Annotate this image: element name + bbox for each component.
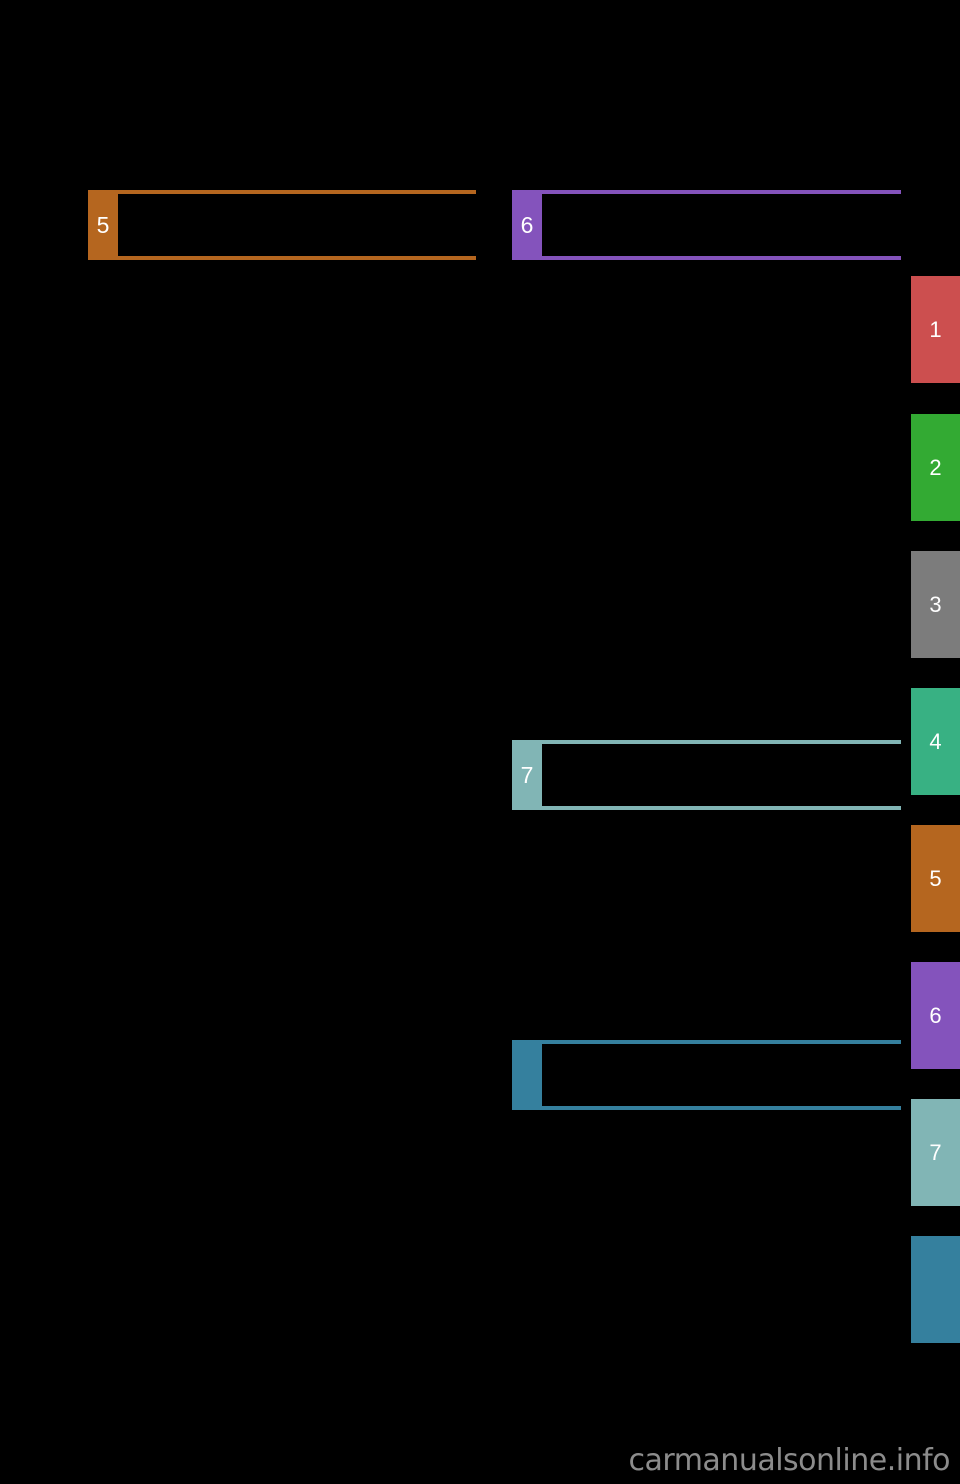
section-header-block[interactable] [512,1040,901,1110]
section-rule-top [542,1040,901,1044]
section-rule-bottom [118,256,476,260]
site-watermark: carmanualsonline.info [628,1443,951,1478]
chapter-index-tab[interactable]: 1 [911,276,960,383]
chapter-index-tab[interactable] [911,1236,960,1343]
section-header-block[interactable]: 7 [512,740,901,810]
section-rule-bottom [542,806,901,810]
chapter-index-tab[interactable]: 7 [911,1099,960,1206]
section-rule-top [542,190,901,194]
section-number-badge: 5 [88,190,118,260]
chapter-index-tab[interactable]: 3 [911,551,960,658]
chapter-index-tab[interactable]: 4 [911,688,960,795]
section-header-block[interactable]: 6 [512,190,901,260]
chapter-index-tab[interactable]: 2 [911,414,960,521]
section-number-badge: 6 [512,190,542,260]
chapter-index-tab[interactable]: 5 [911,825,960,932]
section-rule-bottom [542,1106,901,1110]
section-number-badge: 7 [512,740,542,810]
section-rule-top [542,740,901,744]
chapter-index-tab-strip: 1 2 3 4 5 6 7 [911,0,960,1484]
chapter-index-tab[interactable]: 6 [911,962,960,1069]
section-rule-bottom [542,256,901,260]
section-number-badge [512,1040,542,1110]
section-header-block[interactable]: 5 [88,190,476,260]
section-rule-top [118,190,476,194]
